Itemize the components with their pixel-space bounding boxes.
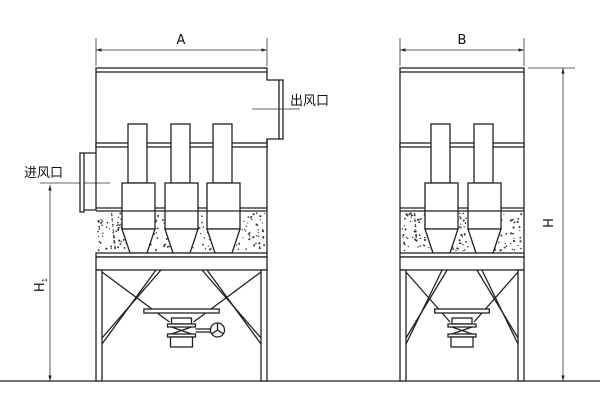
dimension-h1-label: H1 [33,278,49,292]
support-leg [95,269,103,382]
support-leg [399,269,407,382]
cyclone-cylinder [424,182,459,230]
discharge-valve [166,317,197,348]
dimension-b-label: B [458,33,467,48]
dimension-h-label: H [542,218,557,228]
support-beam [399,256,525,271]
cyclone-cone [164,228,199,254]
handwheel-icon [195,322,226,338]
cyclone-cylinder [467,182,502,230]
housing [399,67,525,253]
dimension-b: B [399,33,525,66]
cyclone-cylinder [121,182,156,230]
cyclone-cylinder [164,182,199,230]
hopper-crossbar [434,308,490,314]
outlet-callout: 出风口 [252,94,329,110]
cyclone-cone [467,228,502,254]
cyclone-outlet-tube [212,123,233,184]
cyclone [424,123,459,254]
outlet-label: 出风口 [290,94,329,109]
cyclone [467,123,502,254]
support-leg [517,269,525,382]
cyclone [164,123,199,254]
support-leg [260,269,268,382]
dimension-a-label: A [177,33,186,48]
dimension-a: A [95,33,268,66]
cyclone-cylinder [206,182,241,230]
discharge-valve [447,317,477,348]
cyclone-outlet-tube [473,123,494,184]
cross-braces [405,269,519,345]
front-view: A H1 出风口 进风口 [24,33,329,382]
cyclone-outlet-tube [170,123,191,184]
cyclone-outlet-tube [430,123,451,184]
filter-packing [400,207,524,252]
side-view: B H [399,33,575,382]
support-beam [95,256,268,271]
cyclone [121,123,156,254]
cyclone [206,123,241,254]
dimension-h1: H1 [33,182,110,381]
cross-braces [101,269,262,345]
cyclone-cone [206,228,241,254]
cyclone-outlet-tube [127,123,148,184]
inlet-label: 进风口 [24,166,63,181]
hopper-crossbar [143,308,220,314]
cyclone-cone [121,228,156,254]
dimension-h: H [528,67,575,381]
